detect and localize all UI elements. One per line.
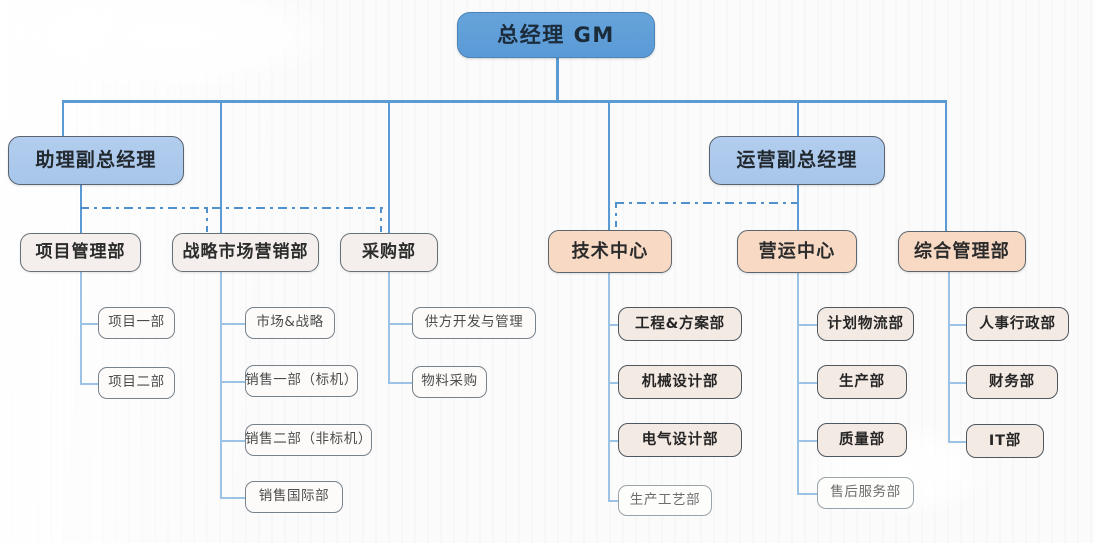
connector-trunk-strategy-marketing bbox=[220, 272, 222, 498]
connector-elbow-planning-logistics bbox=[797, 324, 817, 326]
dotted-relation-drop-purchasing bbox=[380, 207, 382, 233]
connector-trunk-project-mgmt bbox=[80, 272, 82, 385]
node-quality-dept[interactable]: 质量部 bbox=[817, 423, 907, 457]
connector-assistant-vp-to-project-mgmt bbox=[80, 185, 82, 233]
node-electrical-design-dept[interactable]: 电气设计部 bbox=[618, 423, 742, 457]
connector-elbow-project-2 bbox=[80, 383, 98, 385]
node-strategy-marketing-dept[interactable]: 战略市场营销部 bbox=[172, 233, 319, 272]
node-purchasing-dept[interactable]: 采购部 bbox=[340, 233, 438, 272]
connector-drop-operations-vp bbox=[797, 100, 799, 136]
connector-elbow-production bbox=[797, 382, 817, 384]
node-operations-vice-gm[interactable]: 运营副总经理 bbox=[709, 136, 885, 185]
connector-elbow-hr-admin bbox=[948, 324, 966, 326]
connector-trunk-general-admin bbox=[948, 272, 950, 443]
connector-elbow-electrical bbox=[608, 440, 618, 442]
connector-elbow-mechanical bbox=[608, 382, 618, 384]
node-sales-dept-1-standard[interactable]: 销售一部（标机） bbox=[245, 365, 358, 397]
node-sales-dept-2-nonstandard[interactable]: 销售二部（非标机） bbox=[245, 424, 372, 456]
connector-drop-general-admin bbox=[945, 100, 947, 231]
dotted-relation-drop-strategy bbox=[206, 207, 208, 233]
connector-elbow-quality bbox=[797, 440, 817, 442]
node-hr-administration-dept[interactable]: 人事行政部 bbox=[966, 307, 1069, 341]
dotted-relation-assistant-vp bbox=[80, 207, 385, 209]
node-finance-dept[interactable]: 财务部 bbox=[966, 365, 1058, 399]
connector-elbow-sales-intl bbox=[220, 497, 245, 499]
connector-trunk-tech-center bbox=[608, 272, 610, 501]
node-it-dept[interactable]: IT部 bbox=[966, 424, 1044, 458]
connector-elbow-process bbox=[608, 500, 618, 502]
connector-elbow-aftersales bbox=[797, 493, 817, 495]
node-project-team-2[interactable]: 项目二部 bbox=[98, 367, 175, 399]
dotted-relation-operations-vp bbox=[615, 202, 797, 204]
connector-elbow-material-purchase bbox=[388, 382, 412, 384]
node-sales-international[interactable]: 销售国际部 bbox=[245, 481, 343, 513]
connector-drop-tech-center bbox=[608, 100, 610, 230]
node-production-dept[interactable]: 生产部 bbox=[817, 365, 907, 399]
connector-elbow-engineering bbox=[608, 324, 618, 326]
connector-main-bus bbox=[62, 100, 946, 103]
node-planning-logistics-dept[interactable]: 计划物流部 bbox=[817, 307, 914, 341]
node-material-purchasing[interactable]: 物料采购 bbox=[412, 366, 487, 398]
connector-drop-purchasing bbox=[388, 100, 390, 233]
node-aftersales-service-dept[interactable]: 售后服务部 bbox=[817, 477, 914, 509]
connector-elbow-sales-2 bbox=[220, 440, 245, 442]
node-mechanical-design-dept[interactable]: 机械设计部 bbox=[618, 365, 742, 399]
connector-elbow-supplier-dev bbox=[388, 323, 412, 325]
node-project-management-dept[interactable]: 项目管理部 bbox=[20, 233, 141, 272]
dotted-relation-drop-tech-center bbox=[615, 202, 617, 230]
connector-root-stem bbox=[556, 57, 559, 101]
connector-elbow-it bbox=[948, 441, 966, 443]
connector-elbow-sales-1 bbox=[220, 381, 245, 383]
node-supplier-development-management[interactable]: 供方开发与管理 bbox=[412, 307, 536, 339]
node-market-and-strategy[interactable]: 市场&战略 bbox=[245, 307, 335, 339]
node-technology-center[interactable]: 技术中心 bbox=[548, 230, 672, 273]
node-general-administration-dept[interactable]: 综合管理部 bbox=[898, 231, 1026, 272]
connector-elbow-finance bbox=[948, 382, 966, 384]
node-project-team-1[interactable]: 项目一部 bbox=[98, 307, 175, 339]
node-general-manager[interactable]: 总经理 GM bbox=[457, 12, 655, 58]
node-operation-center[interactable]: 营运中心 bbox=[737, 230, 857, 273]
connector-trunk-purchasing bbox=[388, 272, 390, 383]
node-production-process-dept[interactable]: 生产工艺部 bbox=[618, 485, 712, 516]
connector-elbow-project-1 bbox=[80, 323, 98, 325]
connector-drop-strategy-marketing bbox=[220, 100, 222, 233]
connector-drop-assistant-vp bbox=[62, 100, 64, 136]
node-assistant-vice-gm[interactable]: 助理副总经理 bbox=[8, 136, 184, 185]
connector-elbow-market-strategy bbox=[220, 323, 245, 325]
connector-operations-vp-to-operation-center bbox=[797, 185, 799, 230]
node-engineering-solution-dept[interactable]: 工程&方案部 bbox=[618, 307, 742, 341]
